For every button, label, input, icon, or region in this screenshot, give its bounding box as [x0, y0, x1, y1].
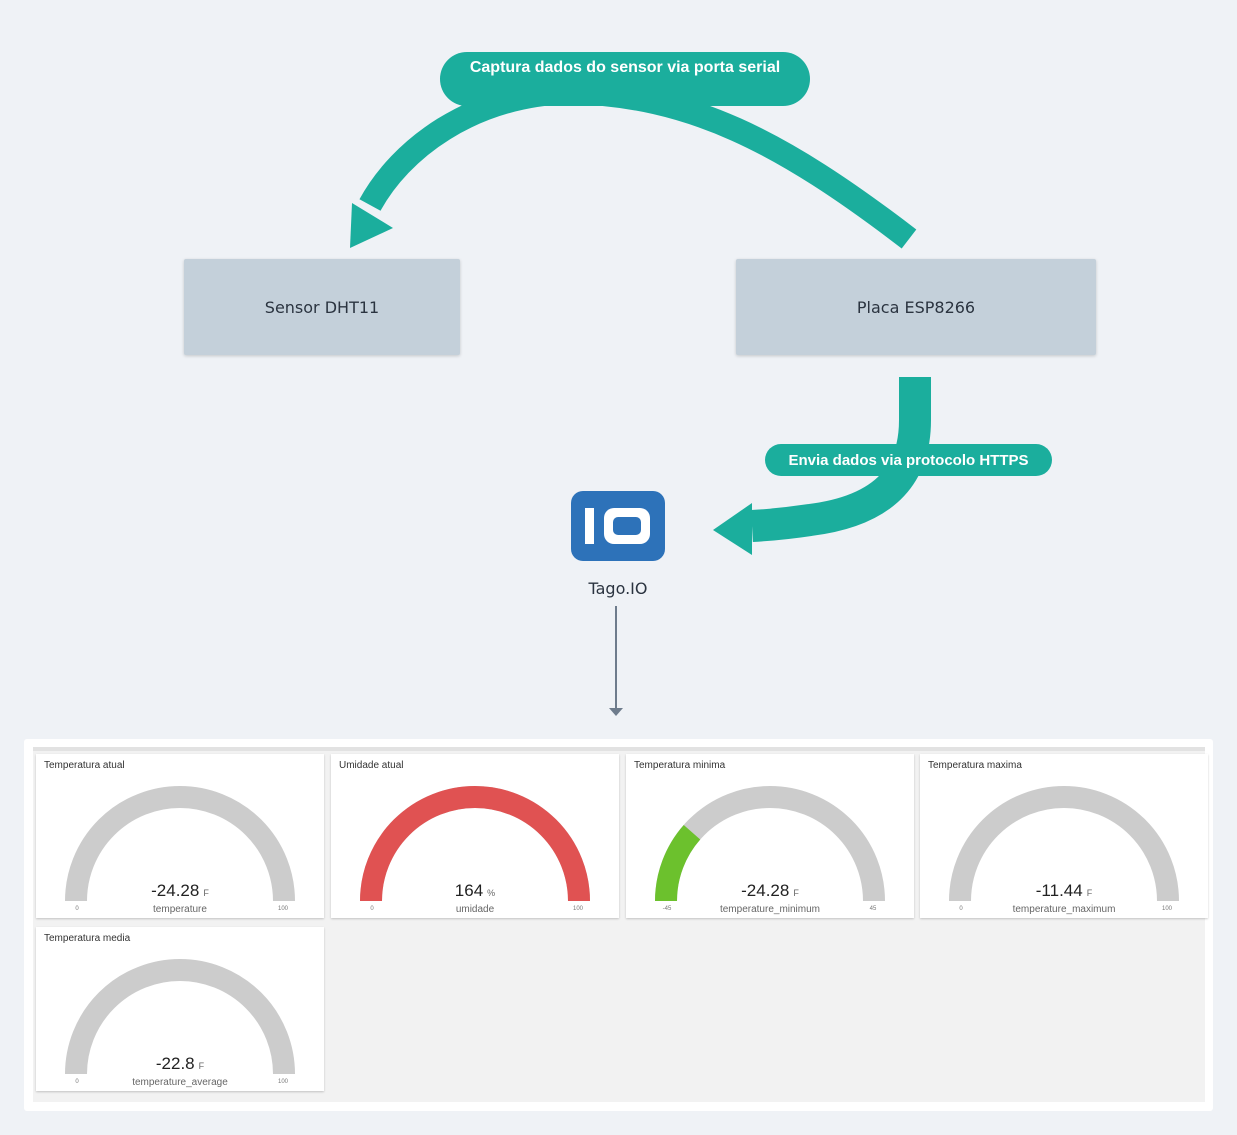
callout-serial-text: Captura dados do sensor via porta serial [469, 59, 781, 76]
gauge-chart [360, 786, 590, 902]
gauge-fill [360, 786, 590, 902]
gauge-chart [655, 786, 885, 902]
widget-title: Temperatura maxima [928, 760, 1022, 771]
gauge-chart [65, 786, 295, 902]
widget-title: Temperatura media [44, 933, 131, 944]
gauge-value-number: -24.28 [741, 881, 790, 900]
board-node-label: Placa ESP8266 [856, 297, 976, 317]
gauge-min-label: 0 [75, 906, 79, 912]
board-node: Placa ESP8266 [736, 259, 1096, 355]
gauge-unit: % [487, 888, 496, 898]
gauge-variable: temperature [153, 904, 207, 915]
widget-title: Umidade atual [339, 760, 404, 771]
gauge-value-number: -24.28 [151, 881, 200, 900]
gauge-track [65, 786, 295, 902]
gauge-variable: umidade [455, 904, 495, 915]
gauge-variable: temperature_minimum [719, 904, 821, 915]
gauge-max-label: 100 [277, 906, 288, 912]
widget-title: Temperatura atual [44, 760, 125, 771]
gauge-variable: temperature_average [132, 1077, 228, 1088]
sensor-node-label: Sensor DHT11 [264, 297, 380, 317]
gauge-min-label: 0 [75, 1079, 79, 1085]
gauge-min-label: 0 [959, 906, 963, 912]
serial-arrow-curve [359, 79, 917, 249]
gauge-unit: F [793, 888, 799, 898]
gauge-widget[interactable]: Umidade atual 164% umidade 0 100 [331, 754, 619, 918]
gauge-max-label: 100 [1161, 906, 1172, 912]
gauge-variable: temperature_maximum [1012, 904, 1116, 915]
gauge-unit: F [203, 888, 209, 898]
callout-https-text: Envia dados via protocolo HTTPS [788, 451, 1029, 469]
gauge-value-number: 164 [454, 881, 484, 900]
gauge-chart [949, 786, 1179, 902]
callout-serial: Captura dados do sensor via porta serial [440, 52, 810, 106]
serial-arrow-head [350, 203, 393, 248]
gauge-max-label: 45 [869, 906, 877, 912]
tago-io-logo [571, 491, 665, 561]
gauge-min-label: -45 [662, 906, 672, 912]
gauge-max-label: 100 [277, 1079, 288, 1085]
gauge-track [65, 959, 295, 1075]
callout-https: Envia dados via protocolo HTTPS [765, 444, 1052, 476]
gauge-value: 164% [331, 881, 619, 901]
gauge-chart [65, 959, 295, 1075]
gauge-unit: F [1086, 888, 1093, 898]
gauge-value-number: -11.44 [1035, 881, 1083, 900]
gauge-max-label: 100 [572, 906, 583, 912]
sensor-node: Sensor DHT11 [184, 259, 460, 355]
tago-io-label: Tago.IO [588, 579, 648, 598]
gauge-min-label: 0 [370, 906, 374, 912]
dashboard-connector-head [609, 708, 623, 716]
gauge-value-number: -22.8 [155, 1054, 195, 1073]
gauge-unit: F [198, 1061, 205, 1071]
https-arrow-head [713, 503, 752, 555]
gauge-fill [655, 824, 701, 902]
gauge-track [949, 786, 1179, 902]
widget-title: Temperatura minima [634, 760, 726, 771]
io-logo-icon [585, 508, 650, 544]
